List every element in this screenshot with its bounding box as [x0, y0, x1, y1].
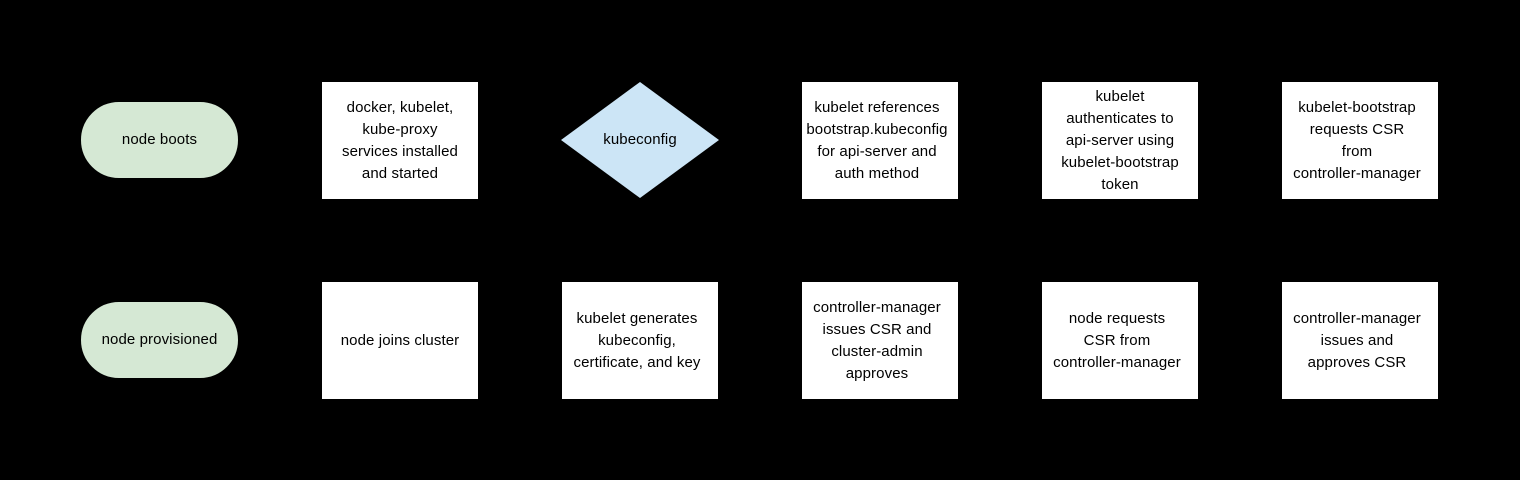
node-node-boots[interactable]: node boots [81, 102, 238, 178]
node-label: kubelet generates kubeconfig, certificat… [573, 309, 701, 371]
node-node-joins-cluster[interactable]: node joins cluster [321, 281, 479, 400]
node-label: kubelet references bootstrap.kubeconfig … [806, 98, 948, 182]
node-node-provisioned[interactable]: node provisioned [81, 302, 238, 378]
node-node-requests-csr[interactable]: node requests CSR from controller-manage… [1041, 281, 1199, 400]
node-kubelet-authenticates[interactable]: kubelet authenticates to api-server usin… [1041, 81, 1199, 200]
node-label: node provisioned [101, 331, 218, 348]
node-kubelet-generates-kubeconfig[interactable]: kubelet generates kubeconfig, certificat… [561, 281, 719, 400]
node-kubelet-references-bootstrap[interactable]: kubelet references bootstrap.kubeconfig … [801, 81, 959, 200]
node-services-installed[interactable]: docker, kubelet, kube-proxy services ins… [321, 81, 479, 200]
node-label: node boots [121, 131, 198, 148]
node-kubelet-bootstrap-requests-csr[interactable]: kubelet-bootstrap requests CSR from cont… [1281, 81, 1439, 200]
node-controller-manager-issues-csr[interactable]: controller-manager issues CSR and cluste… [801, 281, 959, 400]
node-label: kubelet authenticates to api-server usin… [1061, 87, 1179, 193]
node-label: controller-manager issues and approves C… [1293, 309, 1421, 371]
node-label: node requests CSR from controller-manage… [1053, 309, 1181, 371]
node-label: node joins cluster [340, 331, 460, 349]
node-controller-manager-issues-approves[interactable]: controller-manager issues and approves C… [1281, 281, 1439, 400]
node-label: docker, kubelet, kube-proxy services ins… [341, 98, 458, 182]
node-label: controller-manager issues CSR and cluste… [813, 298, 941, 382]
node-label: kubeconfig [603, 131, 677, 148]
node-label: kubelet-bootstrap requests CSR from cont… [1293, 98, 1421, 182]
node-kubeconfig-decision[interactable]: kubeconfig [561, 82, 719, 198]
